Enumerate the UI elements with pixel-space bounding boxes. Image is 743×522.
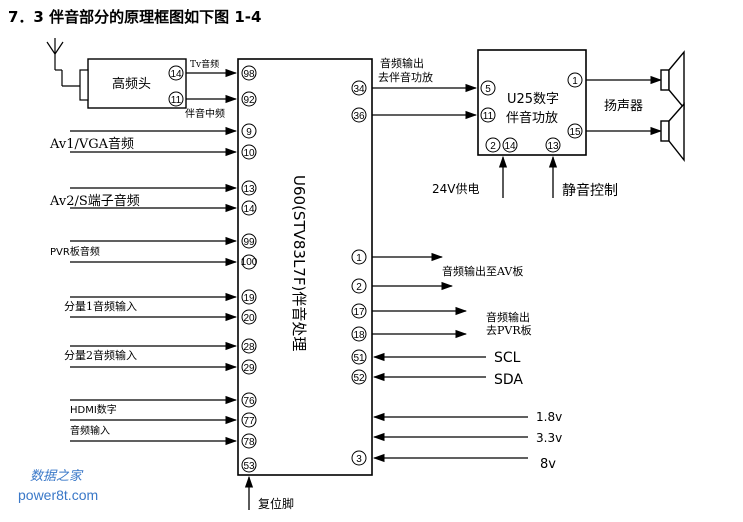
amp-mute-label: 静音控制 (562, 182, 618, 199)
amp-pin-11: 11 (483, 111, 494, 122)
amp-pin-2: 2 (490, 141, 496, 152)
amp-label-line2: 伴音功放 (506, 110, 558, 126)
av2-s-audio-label: Av2/S端子音频 (49, 193, 140, 209)
pvr-out-label-line2: 去PVR板 (486, 323, 532, 337)
main-chip-right-pins: 34 36 1 2 17 18 51 52 3 (351, 80, 367, 466)
pin-53: 53 (243, 461, 255, 472)
hdmi-audio-label-line1: HDMI数字 (70, 403, 117, 416)
pvr-out-label-line1: 音频输出 (486, 310, 530, 324)
pin-29: 29 (243, 363, 255, 374)
hdmi-audio-label-line2: 音频输入 (70, 424, 110, 437)
main-chip-label: U60(STV83L7F)伴音处理 (290, 175, 308, 351)
amp-supply-label: 24V供电 (432, 182, 479, 196)
pin-51: 51 (353, 353, 365, 364)
av-out-label: 音频输出至AV板 (442, 264, 523, 278)
amp-pin-5: 5 (485, 84, 491, 95)
tuner-connector (79, 69, 89, 101)
pin-14: 14 (243, 204, 255, 215)
v18-label: 1.8v (536, 410, 562, 424)
pin-2: 2 (356, 282, 362, 293)
figure-title: 7．3 伴音部分的原理框图如下图 1-4 (8, 8, 261, 26)
antenna-icon (46, 38, 64, 71)
pin-98: 98 (243, 69, 255, 80)
av1-vga-audio-label: Av1/VGA音频 (49, 136, 134, 152)
pin-19: 19 (243, 293, 255, 304)
tuner-label: 高频头 (112, 76, 151, 92)
reset-pin-label: 复位脚 (258, 496, 294, 511)
amp-pin-13: 13 (547, 141, 559, 152)
pin-28: 28 (243, 342, 255, 353)
pin-100: 100 (241, 257, 258, 268)
pvr-audio-label: PVR板音频 (50, 245, 100, 258)
audio-out-to-amp-line2: 去伴音功放 (378, 70, 433, 84)
amp-label-line1: U25数字 (507, 92, 559, 107)
amp-pin-15: 15 (569, 127, 581, 138)
pin-34: 34 (353, 84, 365, 95)
pin-99: 99 (243, 237, 255, 248)
pin-92: 92 (243, 95, 255, 106)
pin-13: 13 (243, 184, 255, 195)
pin-18: 18 (353, 330, 365, 341)
pin-3: 3 (356, 454, 362, 465)
pin-52: 52 (353, 373, 365, 384)
pin-77: 77 (243, 416, 255, 427)
sound-if-label: 伴音中频 (185, 107, 225, 120)
pin-76: 76 (243, 396, 255, 407)
main-chip-left-pins: 98 92 9 10 13 14 99 100 19 20 28 29 76 7… (241, 65, 258, 473)
tuner-pin-11: 11 (171, 95, 182, 106)
amp-pin-14: 14 (504, 141, 516, 152)
watermark-line1: 数据之家 (30, 468, 84, 484)
watermark-line2: power8t.com (18, 487, 98, 503)
amp-pin-1: 1 (572, 76, 578, 87)
pin-78: 78 (243, 437, 255, 448)
speaker-label: 扬声器 (604, 99, 643, 114)
component2-audio-label: 分量2音频输入 (64, 348, 137, 362)
scl-label: SCL (494, 350, 521, 366)
speaker-icon (660, 102, 685, 163)
component1-audio-label: 分量1音频输入 (64, 299, 137, 313)
pin-20: 20 (243, 313, 255, 324)
v33-label: 3.3v (536, 431, 562, 445)
amp-chip-u25 (477, 49, 587, 156)
v8-label: 8v (540, 457, 556, 472)
pin-9: 9 (246, 127, 252, 138)
pin-1: 1 (356, 253, 362, 264)
pin-17: 17 (353, 307, 365, 318)
speaker-icon (660, 50, 685, 110)
tv-audio-label: Tv音频 (190, 58, 219, 70)
sda-label: SDA (494, 372, 523, 388)
pin-36: 36 (353, 111, 365, 122)
pin-10: 10 (243, 148, 255, 159)
main-chip-u60 (237, 58, 373, 476)
left-input-arrows (70, 126, 238, 446)
tuner-pin-14: 14 (170, 69, 182, 80)
audio-out-to-amp-line1: 音频输出 (380, 56, 424, 70)
